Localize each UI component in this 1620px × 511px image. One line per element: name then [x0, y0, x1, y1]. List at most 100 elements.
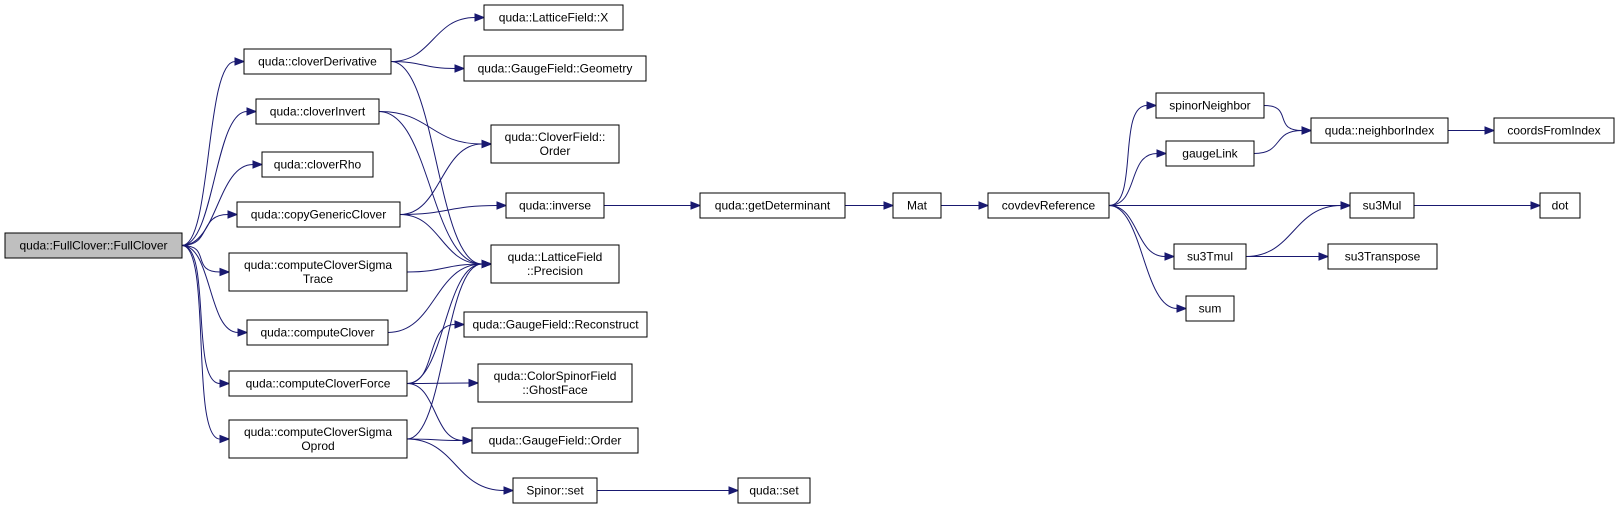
edge-copyGenericClover-to-cloverOrder [399, 139, 493, 215]
arrowhead-icon [468, 378, 480, 388]
node-label: Order [540, 144, 571, 158]
edge-cloverDerivative-to-gaugeGeometry [390, 61, 466, 73]
node-label: ::Precision [527, 264, 583, 278]
node-su3Tmul[interactable]: su3Tmul [1173, 243, 1247, 270]
node-getDeterminant[interactable]: quda::getDeterminant [699, 192, 846, 219]
node-label: quda::copyGenericClover [251, 208, 386, 222]
edge-spinorSet-to-qudaSet [597, 486, 740, 495]
node-spinorNeighbor[interactable]: spinorNeighbor [1155, 92, 1265, 119]
node-covdevReference[interactable]: covdevReference [987, 192, 1110, 219]
arrowhead-icon [219, 379, 231, 388]
edge-computeCloverSigmaOprod-to-latticePrecision [406, 259, 493, 440]
arrowhead-icon [454, 320, 466, 329]
node-box [228, 370, 408, 397]
node-gaugeGeometry[interactable]: quda::GaugeField::Geometry [463, 55, 647, 82]
arrowhead-icon [883, 201, 895, 210]
node-box [1349, 192, 1415, 219]
node-label: su3Transpose [1345, 250, 1421, 264]
node-box [228, 252, 408, 292]
edge-root-to-cloverDerivative [181, 57, 246, 246]
node-label: quda::computeClover [260, 326, 374, 340]
node-gaugeOrder[interactable]: quda::GaugeField::Order [471, 427, 639, 454]
node-root[interactable]: quda::FullClover::FullClover [4, 232, 183, 259]
node-cloverDerivative[interactable]: quda::cloverDerivative [243, 48, 392, 75]
node-box [255, 98, 380, 125]
arrowhead-icon [1484, 126, 1496, 135]
node-box [1310, 117, 1449, 144]
arrowhead-icon [219, 267, 231, 277]
node-box [987, 192, 1110, 219]
arrowhead-icon [1164, 252, 1176, 261]
node-coordsFromIndex[interactable]: coordsFromIndex [1493, 117, 1615, 144]
arrowhead-icon [234, 57, 246, 66]
node-latticeX[interactable]: quda::LatticeField::X [483, 4, 624, 31]
edge-covdevReference-to-gaugeLink [1108, 149, 1168, 206]
node-box [246, 319, 389, 346]
node-box [490, 124, 620, 164]
edge-su3Tmul-to-su3Transpose [1246, 252, 1330, 261]
edge-mat-to-covdevReference [940, 201, 990, 210]
node-cloverRho[interactable]: quda::cloverRho [261, 151, 374, 178]
node-label: su3Tmul [1187, 250, 1233, 264]
edge-root-to-computeCloverSigmaOprod [181, 245, 231, 444]
arrowhead-icon [728, 486, 740, 495]
edge-computeCloverSigmaOprod-to-gaugeOrder [406, 436, 474, 445]
arrowhead-icon [481, 139, 493, 149]
node-dot[interactable]: dot [1539, 192, 1581, 219]
arrowhead-icon [1146, 101, 1158, 110]
node-su3Mul[interactable]: su3Mul [1349, 192, 1415, 219]
node-label: quda::LatticeField::X [499, 11, 608, 25]
node-label: quda::GaugeField::Geometry [478, 62, 633, 76]
edge-copyGenericClover-to-latticePrecision [399, 214, 493, 269]
node-box [1327, 243, 1438, 270]
arrowhead-icon [496, 201, 508, 210]
edge-root-to-computeCloverSigmaTrace [181, 245, 231, 277]
node-box [1493, 117, 1615, 144]
edge-root-to-cloverInvert [181, 107, 258, 246]
nodes-layer: quda::FullClover::FullClover quda::clover… [4, 4, 1615, 504]
node-su3Transpose[interactable]: su3Transpose [1327, 243, 1438, 270]
node-computeClover[interactable]: quda::computeClover [246, 319, 389, 346]
node-label: quda::LatticeField [508, 250, 603, 264]
node-box [228, 419, 408, 459]
arrowhead-icon [474, 13, 486, 22]
node-copyGenericClover[interactable]: quda::copyGenericClover [236, 201, 401, 228]
edge-root-to-cloverRho [181, 160, 264, 246]
edge-getDeterminant-to-mat [844, 201, 895, 210]
edge-covdevReference-to-su3Tmul [1108, 205, 1176, 261]
node-label: Trace [303, 272, 334, 286]
node-label: Oprod [301, 439, 334, 453]
node-label: quda::set [749, 484, 799, 498]
node-label: su3Mul [1363, 199, 1402, 213]
node-inverse[interactable]: quda::inverse [505, 192, 605, 219]
node-latticePrecision[interactable]: quda::LatticeField::Precision [490, 244, 620, 284]
node-gaugeReconstruct[interactable]: quda::GaugeField::Reconstruct [463, 311, 648, 338]
node-cloverOrder[interactable]: quda::CloverField::Order [490, 124, 620, 164]
edge-computeCloverForce-to-gaugeReconstruct [406, 320, 466, 384]
node-label: coordsFromIndex [1507, 124, 1600, 138]
node-neighborIndex[interactable]: quda::neighborIndex [1310, 117, 1449, 144]
node-label: quda::ColorSpinorField [494, 369, 617, 383]
node-spinorSet[interactable]: Spinor::set [512, 477, 598, 504]
node-cloverInvert[interactable]: quda::cloverInvert [255, 98, 380, 125]
node-computeCloverForce[interactable]: quda::computeCloverForce [228, 370, 408, 397]
node-box [471, 427, 639, 454]
arrowhead-icon [252, 160, 264, 169]
arrowhead-icon [1318, 252, 1330, 261]
edge-computeCloverSigmaTrace-to-latticePrecision [406, 259, 493, 273]
arrowhead-icon [1156, 149, 1168, 158]
node-qudaSet[interactable]: quda::set [737, 477, 811, 504]
node-sum[interactable]: sum [1185, 295, 1235, 322]
arrowhead-icon [237, 328, 249, 337]
node-box [463, 311, 648, 338]
node-label: quda::cloverInvert [270, 105, 366, 119]
node-ghostFace[interactable]: quda::ColorSpinorField::GhostFace [477, 363, 633, 403]
node-mat[interactable]: Mat [892, 192, 942, 219]
node-gaugeLink[interactable]: gaugeLink [1165, 140, 1255, 167]
node-box [490, 244, 620, 284]
arrowhead-icon [462, 436, 474, 445]
edge-cloverDerivative-to-latticeX [390, 13, 486, 62]
edge-su3Tmul-to-su3Mul [1245, 201, 1352, 257]
